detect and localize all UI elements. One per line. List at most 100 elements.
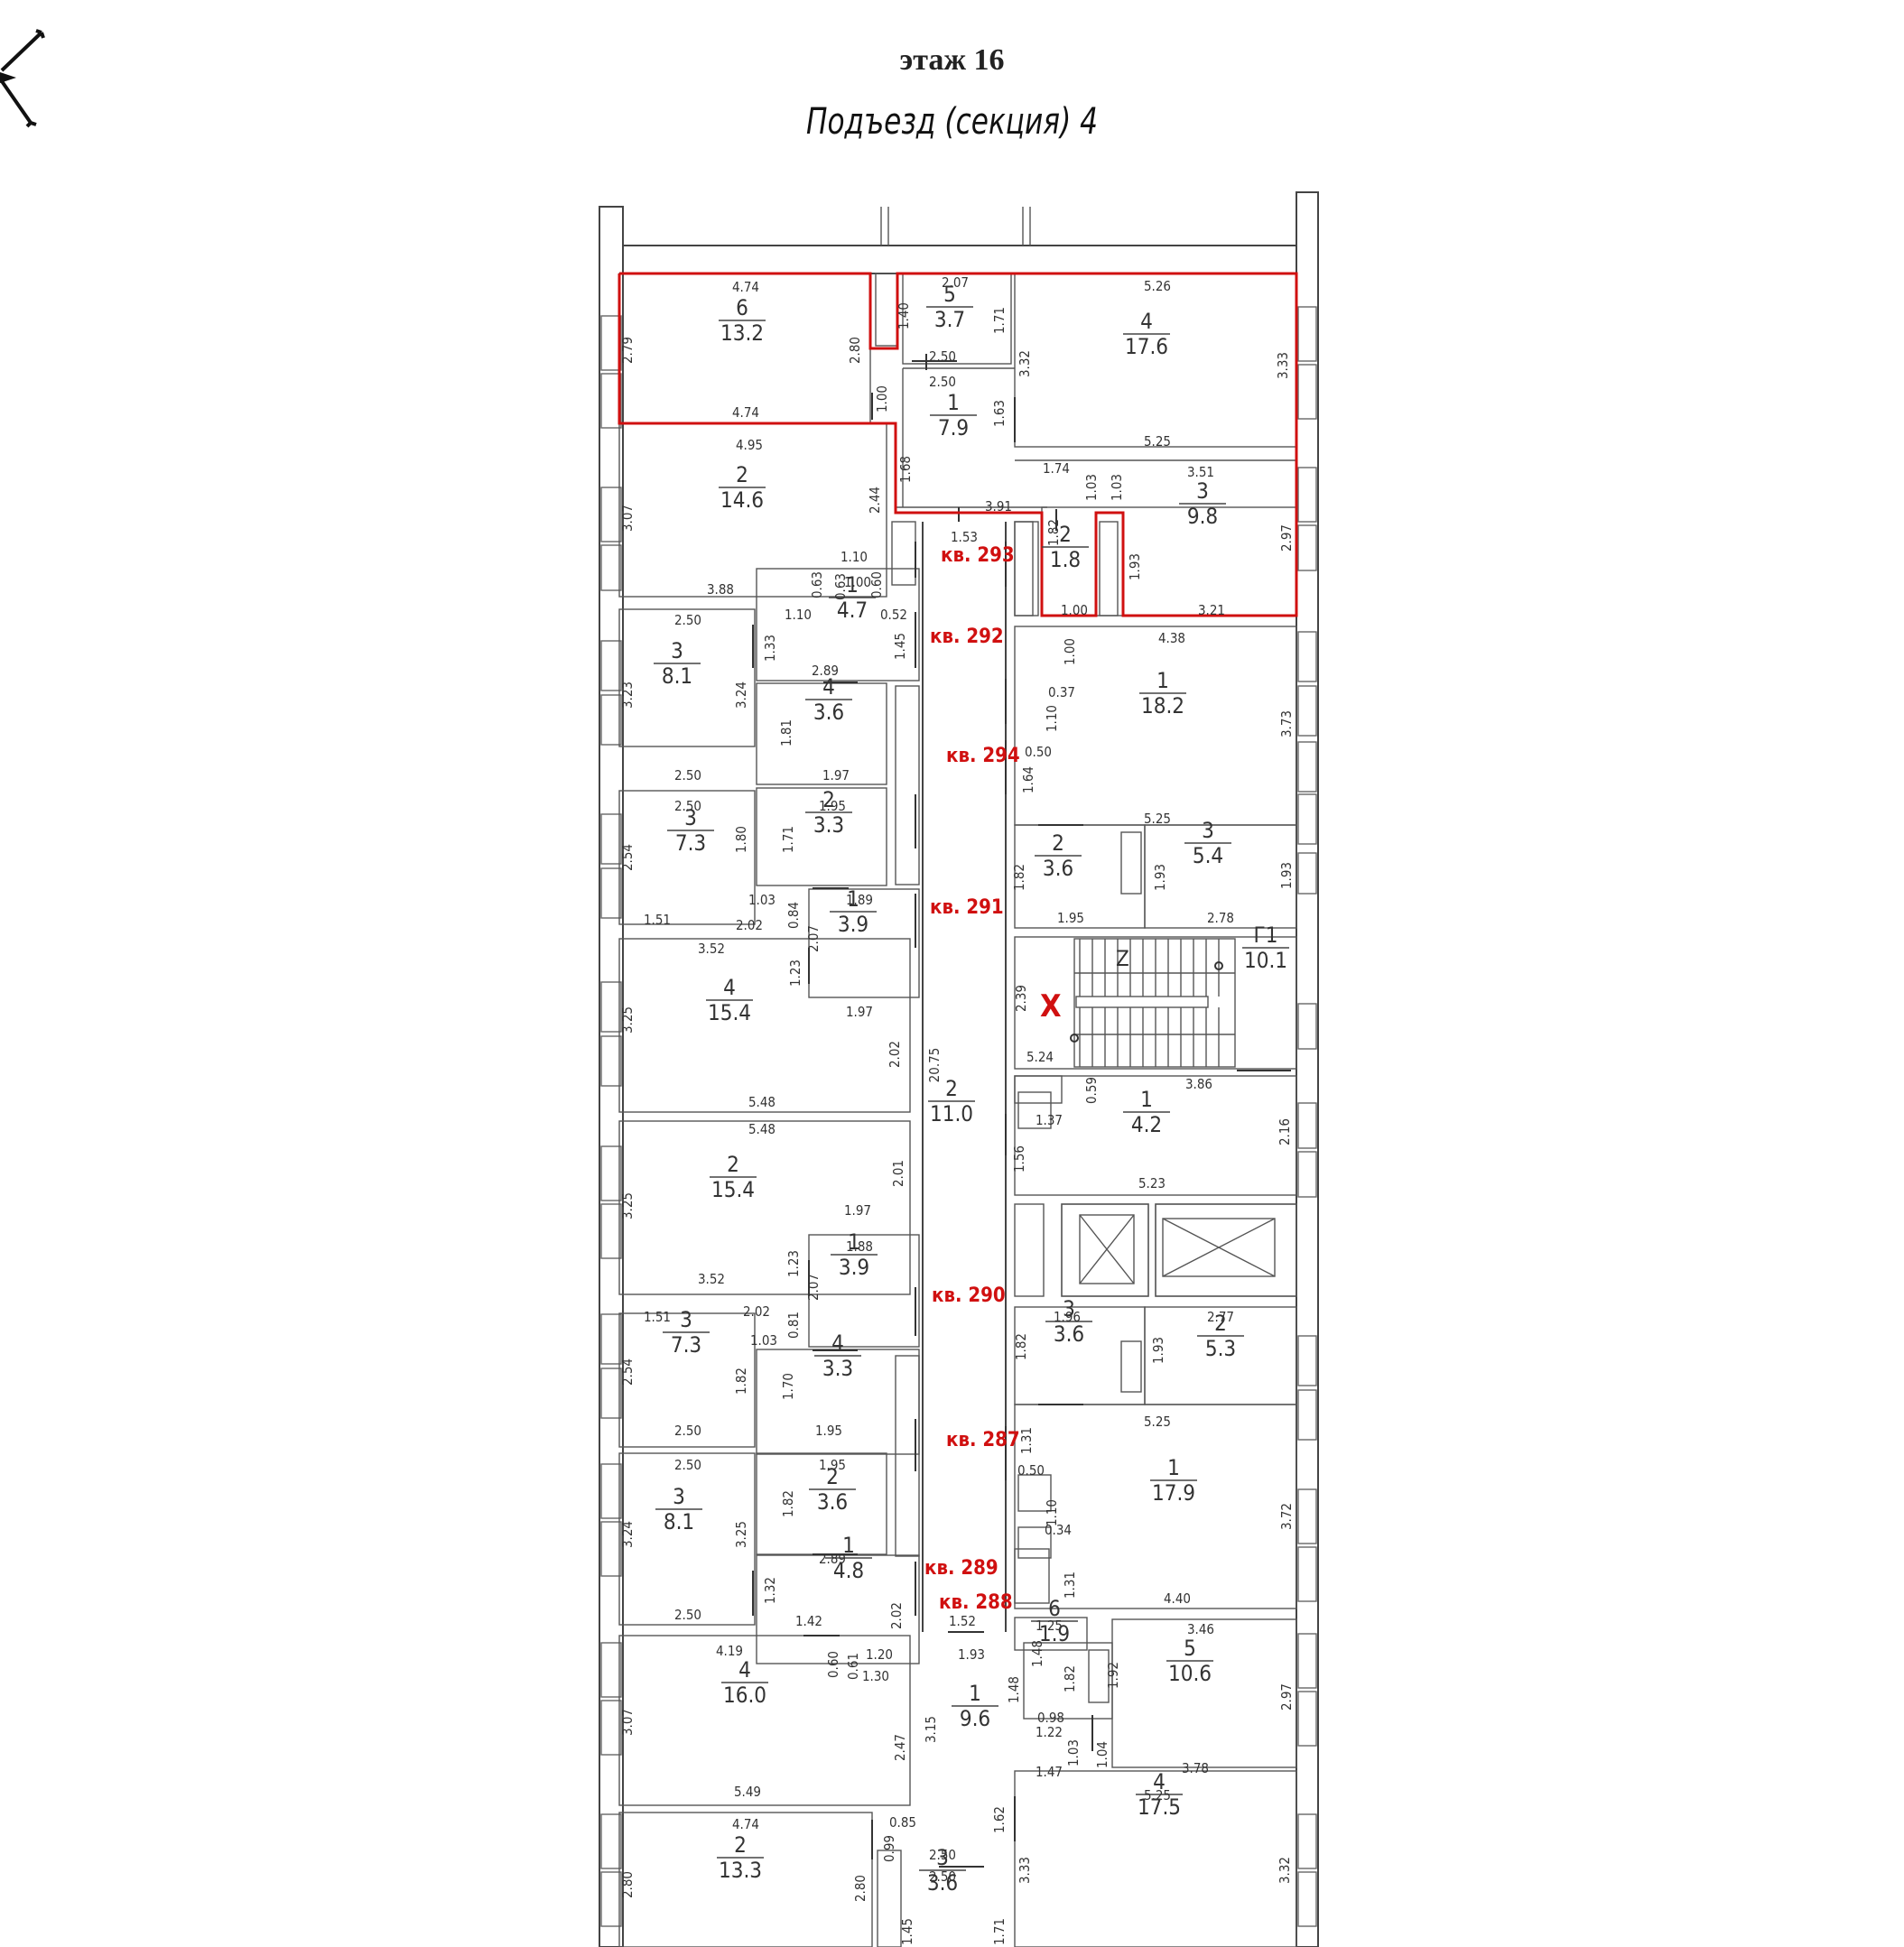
dimension-label: 1.00 <box>874 385 890 413</box>
room-number: 2 <box>1214 1311 1227 1336</box>
room-area: 11.0 <box>930 1101 973 1126</box>
dimension-label: 3.25 <box>619 1006 636 1034</box>
selected-apartment-outline <box>618 272 1298 617</box>
dimension-label: 1.92 <box>1105 1662 1121 1689</box>
dimension-label: 4.40 <box>1164 1590 1191 1607</box>
dimension-label: 0.50 <box>1025 744 1052 760</box>
dimension-label: 1.56 <box>1011 1145 1027 1173</box>
dimension-label: 1.68 <box>897 456 914 483</box>
room-area: 3.3 <box>813 812 844 838</box>
dimension-label: 2.16 <box>1277 1118 1293 1145</box>
apartment-label-292[interactable]: кв. 292 <box>930 626 1004 648</box>
dimension-label: 1.63 <box>991 400 1008 427</box>
compass-arrow-icon <box>0 29 45 128</box>
dimension-label: 2.01 <box>890 1160 906 1187</box>
dimension-label: 0.63 <box>809 571 825 598</box>
dimension-label: 1.82 <box>1062 1665 1078 1692</box>
room-label: 37.3 <box>663 1307 710 1358</box>
elevator-shafts <box>1061 1203 1297 1297</box>
dimension-label: 3.23 <box>619 681 636 709</box>
dimension-label: 3.15 <box>923 1716 939 1743</box>
room-label: 21.8 <box>1042 522 1089 572</box>
room-label: 33.6 <box>919 1845 966 1896</box>
room-area: 16.0 <box>723 1683 766 1708</box>
apartment-label-294[interactable]: кв. 294 <box>946 745 1020 767</box>
room-area: 3.6 <box>813 700 844 725</box>
dimension-label: 1.23 <box>787 960 803 987</box>
apartment-label-290[interactable]: кв. 290 <box>932 1284 1006 1307</box>
room-label: 39.8 <box>1179 478 1226 529</box>
dimension-label: 1.32 <box>762 1577 778 1604</box>
dimension-label: 1.88 <box>846 1238 873 1255</box>
room-number: 2 <box>1059 522 1072 547</box>
apartment-label-293[interactable]: кв. 293 <box>941 544 1015 567</box>
dimension-label: 1.04 <box>1094 1741 1110 1768</box>
dimension-label: 3.33 <box>1017 1857 1033 1884</box>
room-number: 5 <box>943 282 956 307</box>
room-label: 14.7 <box>829 572 876 623</box>
dimension-label: 1.00 <box>844 574 871 590</box>
dimension-label: 1.53 <box>951 529 978 545</box>
room-label: 14.2 <box>1123 1087 1170 1137</box>
room-label: 37.3 <box>667 805 714 856</box>
room-number: 2 <box>826 1464 839 1489</box>
room-area: 4.2 <box>1131 1112 1162 1137</box>
partitions <box>618 273 1297 1947</box>
room-label: 13.9 <box>830 886 877 937</box>
room-number: 4 <box>822 674 835 700</box>
dimension-label: 2.50 <box>929 348 956 365</box>
dimension-label: 1.82 <box>733 1368 749 1395</box>
apartment-label-289[interactable]: кв. 289 <box>924 1557 998 1580</box>
dimension-label: 0.34 <box>1045 1522 1072 1538</box>
dimension-label: 2.50 <box>674 612 701 628</box>
room-area: 4.8 <box>833 1558 864 1583</box>
room-area: 3.9 <box>838 912 868 937</box>
dimension-label: 0.59 <box>1083 1077 1100 1104</box>
dimension-label: 4.19 <box>716 1643 743 1659</box>
dimension-label: 1.95 <box>819 1457 846 1473</box>
dimension-label: 2.07 <box>805 925 822 952</box>
stair-tag: Z <box>1116 946 1129 971</box>
dimension-label: 2.77 <box>1207 1309 1234 1325</box>
room-area: 14.6 <box>720 487 764 513</box>
dimension-label: 2.97 <box>1278 524 1295 552</box>
room-number: 1 <box>947 390 960 415</box>
room-number: Г1 <box>1254 923 1278 948</box>
room-number: 2 <box>734 1832 747 1858</box>
room-number: 2 <box>822 787 835 812</box>
dimension-label: 0.61 <box>845 1653 861 1680</box>
apartment-label-287[interactable]: кв. 287 <box>946 1429 1020 1451</box>
dimension-label: 1.93 <box>958 1646 985 1663</box>
dimension-label: 1.22 <box>1036 1724 1063 1740</box>
dimension-label: 1.82 <box>1045 519 1062 546</box>
dimension-label: 1.31 <box>1062 1572 1078 1599</box>
room-area: 17.9 <box>1152 1480 1195 1506</box>
apartment-label-288[interactable]: кв. 288 <box>939 1591 1013 1614</box>
room-number: 1 <box>848 1229 860 1255</box>
apartment-label-291[interactable]: кв. 291 <box>930 896 1004 919</box>
room-number: 4 <box>738 1657 751 1683</box>
dimension-label: 5.23 <box>1138 1175 1166 1191</box>
room-number: 3 <box>673 1484 685 1509</box>
room-label: 17.9 <box>930 390 977 440</box>
room-area: 15.4 <box>711 1177 755 1202</box>
dimension-label: 1.93 <box>1152 864 1168 891</box>
dimension-label: 1.00 <box>1062 638 1078 665</box>
dimension-label: 2.50 <box>674 1457 701 1473</box>
dimension-label: 2.79 <box>619 337 636 364</box>
room-label: 117.9 <box>1150 1455 1197 1506</box>
dimension-label: 4.74 <box>732 404 759 421</box>
room-area: 8.1 <box>664 1509 694 1534</box>
dimension-label: 5.24 <box>1026 1049 1054 1065</box>
room-number: 1 <box>1140 1087 1153 1112</box>
dimension-label: 3.21 <box>1198 602 1225 618</box>
room-area: 5.4 <box>1193 843 1223 868</box>
room-area: 9.8 <box>1187 504 1218 529</box>
dimension-label: 3.78 <box>1182 1760 1209 1776</box>
room-label: 43.3 <box>814 1330 861 1381</box>
dimension-label: 1.10 <box>841 549 868 565</box>
dimension-label: 2.80 <box>852 1875 868 1902</box>
